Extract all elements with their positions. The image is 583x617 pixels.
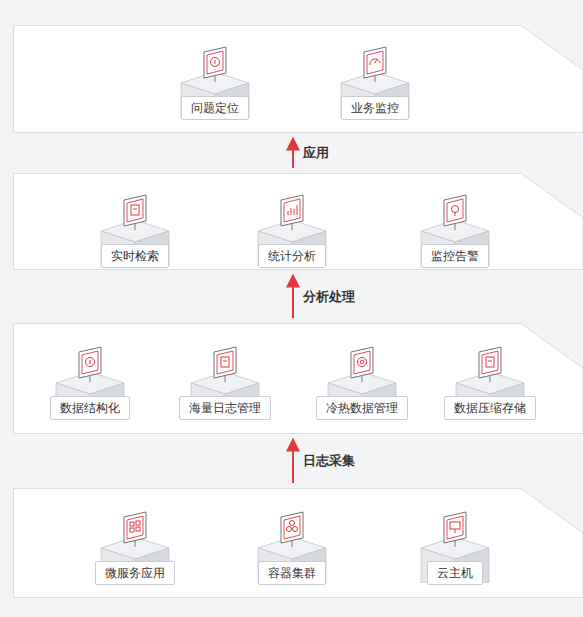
function-box: 微服务应用 xyxy=(95,561,175,585)
function-label: 数据结构化 xyxy=(50,396,130,420)
function-label: 实时检索 xyxy=(101,244,169,268)
function-label: 容器集群 xyxy=(258,561,326,585)
function-box: 数据压缩存储 xyxy=(444,396,536,420)
function-box: 云主机 xyxy=(427,561,483,585)
arrow-label: 分析处理 xyxy=(303,289,355,305)
function-label: 冷热数据管理 xyxy=(316,396,408,420)
layer-band: 微服务应用 容器集群 云主机 xyxy=(13,488,583,598)
function-box: 冷热数据管理 xyxy=(316,396,408,420)
function-label: 问题定位 xyxy=(181,96,249,120)
function-label: 海量日志管理 xyxy=(179,396,271,420)
function-label: 微服务应用 xyxy=(95,561,175,585)
function-box: 问题定位 xyxy=(181,96,249,120)
band-polygon xyxy=(14,26,583,133)
band-polygon xyxy=(14,174,583,270)
arrow-label: 日志采集 xyxy=(303,453,355,469)
function-label: 云主机 xyxy=(427,561,483,585)
function-box: 容器集群 xyxy=(258,561,326,585)
function-box: 数据结构化 xyxy=(50,396,130,420)
band-polygon xyxy=(14,324,583,434)
function-box: 统计分析 xyxy=(258,244,326,268)
function-box: 海量日志管理 xyxy=(179,396,271,420)
flow-arrow xyxy=(292,275,294,318)
function-box: 监控告警 xyxy=(421,244,489,268)
layer-band: 实时检索 统计分析 监控告警 xyxy=(13,173,583,270)
function-label: 业务监控 xyxy=(341,96,409,120)
flow-arrow xyxy=(292,439,294,483)
layer-band: 数据结构化 海量日志管理 冷热数据管理 数据压缩存储 xyxy=(13,323,583,434)
function-box: 实时检索 xyxy=(101,244,169,268)
function-label: 数据压缩存储 xyxy=(444,396,536,420)
band-polygon xyxy=(14,489,583,598)
arrow-label: 应用 xyxy=(303,145,329,161)
function-label: 监控告警 xyxy=(421,244,489,268)
band-outline xyxy=(13,25,583,133)
flow-arrow xyxy=(292,138,294,168)
function-box: 业务监控 xyxy=(341,96,409,120)
function-label: 统计分析 xyxy=(258,244,326,268)
layer-band: 问题定位 业务监控 xyxy=(13,25,583,133)
